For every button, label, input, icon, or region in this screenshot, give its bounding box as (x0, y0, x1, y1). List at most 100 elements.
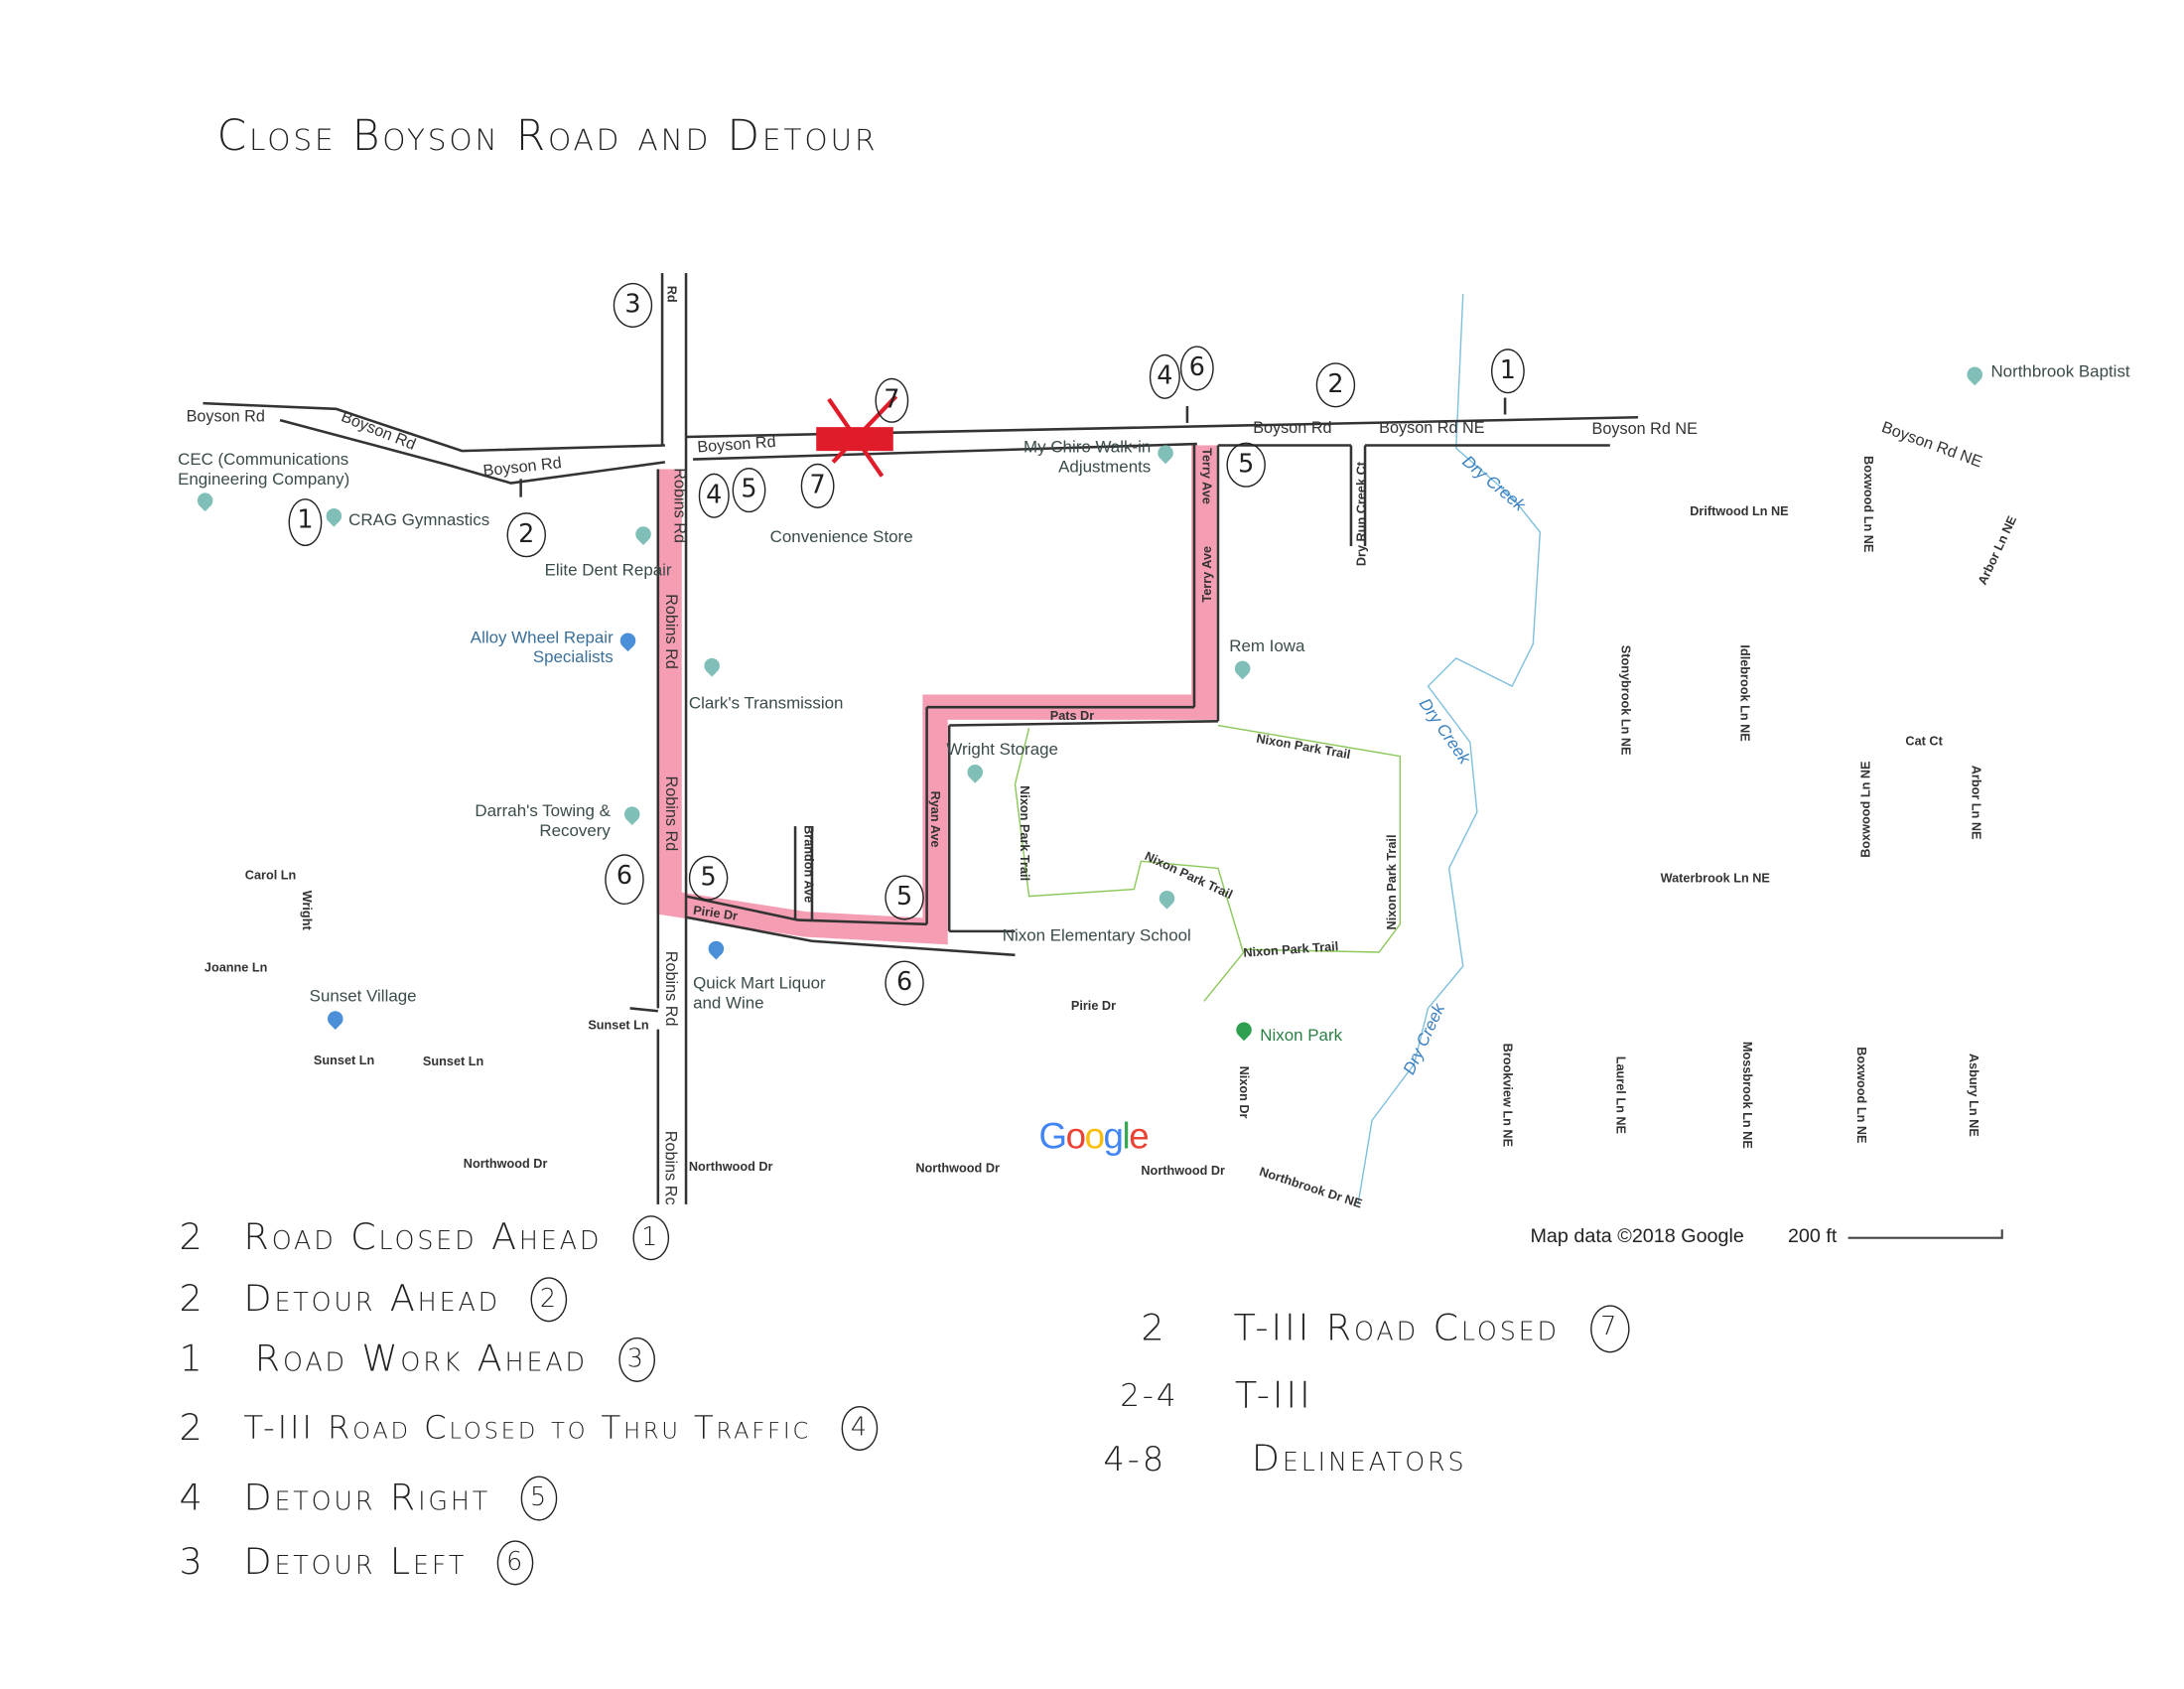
sign-marker: 4 (1149, 353, 1180, 399)
legend-marker: 1 (632, 1215, 669, 1261)
street-label: Cat Ct (1905, 733, 1943, 749)
legend-marker: 4 (842, 1405, 879, 1452)
legend-item: 4-8 Delineators (1103, 1438, 1466, 1479)
page-title: Close Boyson Road and Detour (216, 111, 879, 162)
legend-marker: 5 (521, 1476, 558, 1521)
poi-label[interactable]: Alloy Wheel Repair Specialists (470, 627, 614, 667)
legend-text: Detour Right (243, 1477, 491, 1520)
street-label: Robins Rd (670, 468, 688, 543)
legend-text: T-III (1234, 1374, 1313, 1418)
street-label: Rd (664, 285, 679, 303)
poi-label[interactable]: Clark's Transmission (688, 693, 844, 713)
sign-marker: 5 (688, 855, 729, 901)
street-label: Wright (300, 890, 315, 930)
legend-qty: 2 (179, 1407, 205, 1450)
legend-text: Road Closed Ahead (243, 1216, 603, 1259)
poi-label[interactable]: Wright Storage (946, 739, 1058, 760)
street-label: Boyson Rd NE (1591, 421, 1698, 439)
legend-qty: 2 (179, 1278, 205, 1321)
street-label: Carol Ln (244, 868, 297, 883)
trail-label: Nixon Park Trail (1384, 834, 1399, 930)
legend-text: Detour Ahead (243, 1278, 501, 1321)
poi-label[interactable]: Convenience Store (769, 526, 913, 547)
street-label: Northwood Dr (463, 1156, 548, 1172)
street-label: Northwood Dr (915, 1161, 1000, 1176)
sign-marker: 6 (605, 854, 644, 906)
street-label: Driftwood Ln NE (1690, 503, 1789, 518)
legend-text: Delineators (1251, 1438, 1467, 1480)
street-label: Sunset Ln (588, 1018, 649, 1033)
legend-marker: 6 (497, 1540, 534, 1586)
poi-label[interactable]: CRAG Gymnastics (348, 509, 490, 530)
street-label: Robins Rd (661, 594, 679, 669)
street-label: Idlebrook Ln NE (1737, 644, 1753, 742)
sign-marker: 3 (613, 282, 653, 329)
sign-marker: 7 (800, 463, 835, 508)
legend-qty: 4-8 (1103, 1439, 1167, 1479)
legend-marker: 2 (531, 1277, 568, 1323)
sign-marker: 6 (885, 960, 924, 1006)
street-label: Boxwood Ln NE (1853, 1047, 1869, 1144)
poi-label[interactable]: Northbrook Baptist (1990, 360, 2130, 381)
sign-marker: 7 (875, 377, 909, 423)
street-label: Northwood Dr (1141, 1163, 1226, 1179)
poi-label[interactable]: My Chiro Walk-in Adjustments (1024, 437, 1152, 477)
trail-lines (1014, 724, 1402, 1002)
street-label: Sunset Ln (313, 1053, 375, 1067)
legend-qty: 2 (179, 1216, 205, 1259)
street-label: Pirie Dr (1070, 998, 1117, 1013)
street-label: Waterbrook Ln NE (1660, 871, 1770, 886)
poi-label[interactable]: Darrah's Towing & Recovery (475, 800, 611, 841)
poi-label[interactable]: Quick Mart Liquor and Wine (693, 973, 826, 1013)
legend-text: Detour Left (243, 1541, 468, 1585)
sign-marker: 1 (288, 498, 323, 547)
google-logo: Google (1038, 1114, 1149, 1157)
sign-marker: 5 (1226, 442, 1266, 488)
street-label: Boyson Rd (1253, 420, 1332, 438)
map-attribution[interactable]: Map data ©2018 Google (1530, 1223, 1744, 1247)
legend-text: T-III Road Closed (1233, 1308, 1560, 1350)
street-label: Northwood Dr (688, 1159, 773, 1174)
sign-marker: 2 (506, 512, 547, 558)
sign-marker: 6 (1179, 346, 1214, 391)
street-label: Terry Ave (1199, 448, 1214, 504)
street-label: Pats Dr (1049, 708, 1095, 723)
poi-label[interactable]: Rem Iowa (1229, 635, 1305, 656)
street-label: Nixon Dr (1237, 1065, 1252, 1119)
legend-qty: 1 (179, 1338, 205, 1381)
poi-label[interactable]: CEC (Communications Engineering Company) (178, 449, 350, 490)
sign-marker: 1 (1490, 349, 1525, 394)
legend-item: 4 Detour Right 5 (179, 1476, 558, 1521)
road-lines (203, 273, 1639, 1204)
scale-label: 200 ft (1787, 1223, 1838, 1247)
street-label: Laurel Ln NE (1613, 1056, 1628, 1135)
street-label: Dry Run Creek Ct (1354, 462, 1369, 567)
street-label: Boyson Rd NE (1379, 420, 1485, 438)
street-label: Boyson Rd (186, 408, 265, 426)
street-label: Robins Rd (661, 950, 679, 1027)
street-label: Robins Rc (661, 1130, 679, 1205)
poi-label[interactable]: Sunset Village (309, 985, 417, 1006)
detour-route (656, 445, 1217, 945)
street-label: Boxwood Ln NE (1858, 761, 1873, 858)
legend-qty: 4 (179, 1477, 205, 1520)
creek-lines (1357, 294, 1542, 1204)
legend-item: 2 Detour Ahead 2 (179, 1277, 568, 1323)
legend-text: Road Work Ahead (254, 1338, 588, 1381)
street-label: Arbor Ln NE (1969, 765, 1983, 840)
legend-marker: 7 (1589, 1305, 1630, 1353)
scale-bar (1847, 1229, 2003, 1239)
street-label: Boxwood Ln NE (1860, 456, 1876, 553)
trail-label: Nixon Park Trail (1018, 785, 1032, 882)
sign-marker: 4 (698, 473, 730, 518)
legend-text: T-III Road Closed to Thru Traffic (243, 1410, 812, 1447)
poi-label[interactable]: Nixon Elementary School (1002, 925, 1191, 945)
poi-label[interactable]: Elite Dent Repair (544, 560, 672, 580)
poi-label[interactable]: Nixon Park (1260, 1025, 1343, 1046)
street-label: Brookview Ln NE (1500, 1043, 1515, 1148)
sign-marker: 5 (732, 468, 766, 513)
street-label: Ryan Ave (928, 790, 943, 848)
